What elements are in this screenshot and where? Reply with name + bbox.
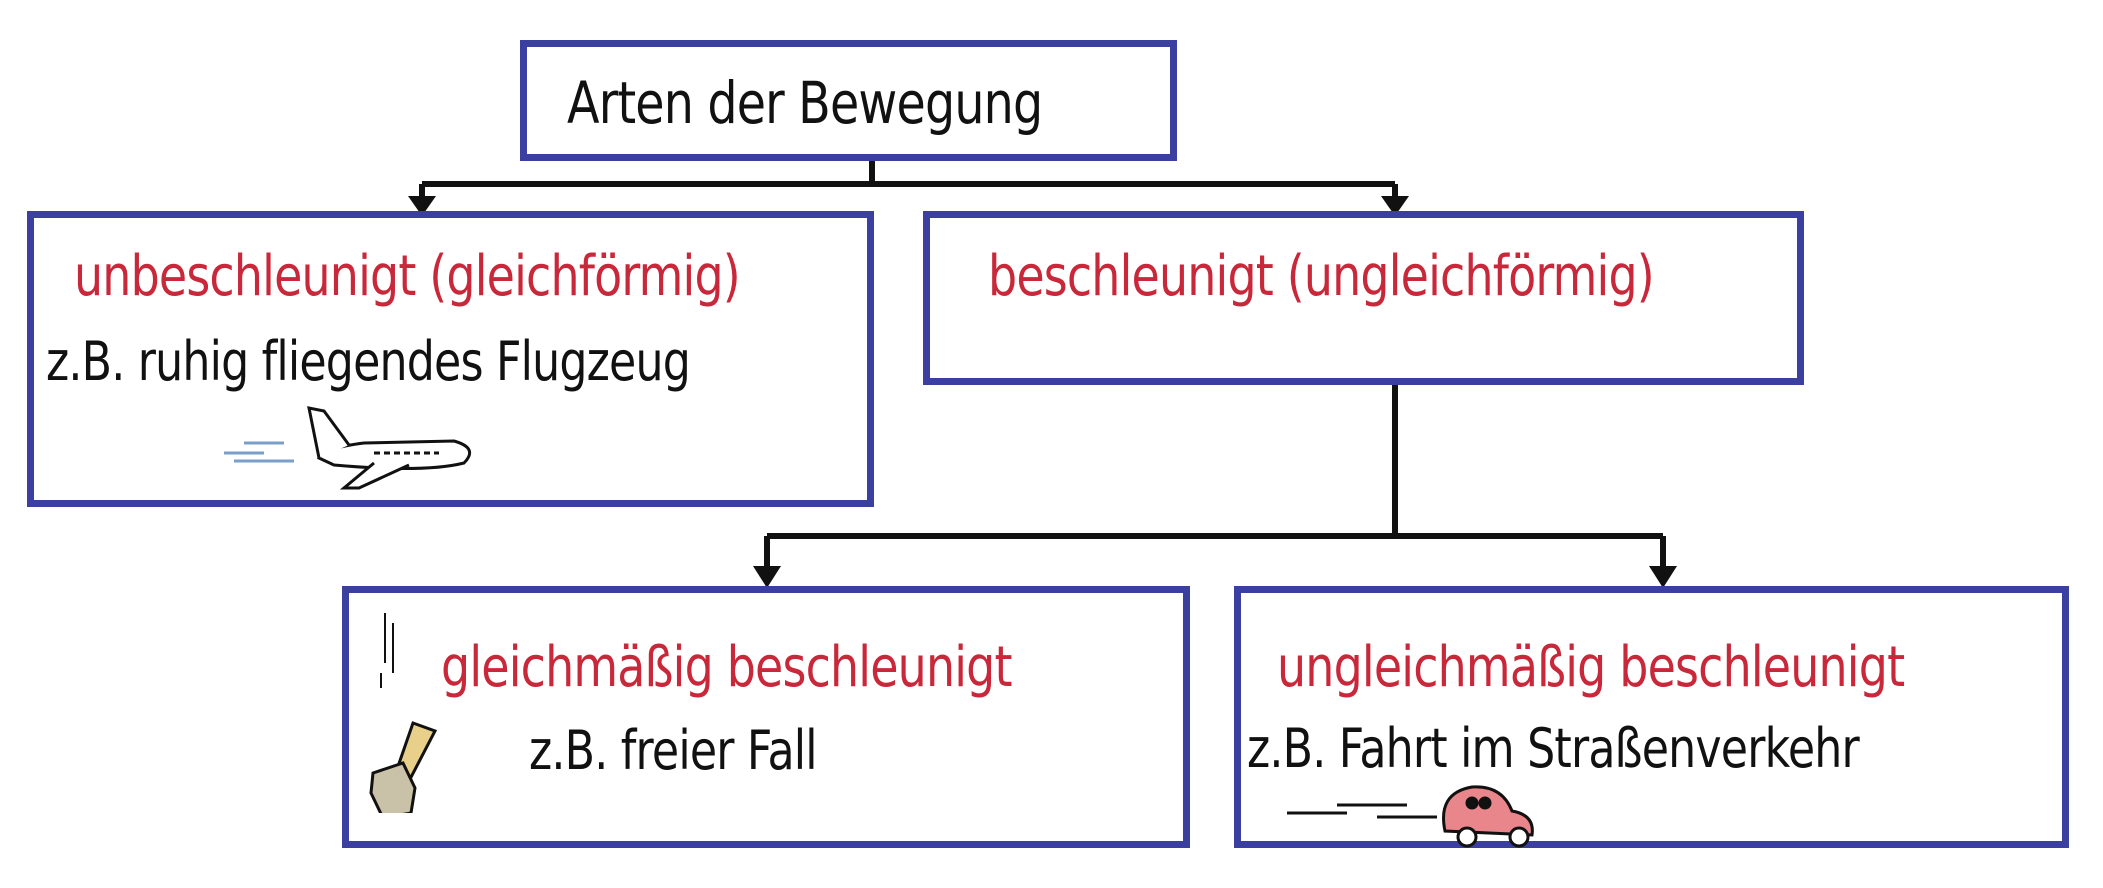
arrow-head xyxy=(1381,196,1409,216)
hammer-icon xyxy=(369,613,438,813)
arrow-head xyxy=(1649,566,1677,588)
node-example: z.B. ruhig fliegendes Flugzeug xyxy=(46,330,691,393)
node-example: z.B. Fahrt im Straßenverkehr xyxy=(1247,717,1860,780)
node-accelerated: beschleunigt (ungleichförmig) xyxy=(923,211,1804,385)
arrow-head xyxy=(408,196,436,216)
root-node: Arten der Bewegung xyxy=(520,40,1177,161)
node-heading: gleichmäßig beschleunigt xyxy=(441,635,1013,700)
node-non-uniformly-accelerated: ungleichmäßig beschleunigt z.B. Fahrt im… xyxy=(1234,586,2069,848)
node-heading: beschleunigt (ungleichförmig) xyxy=(988,244,1655,309)
node-example: z.B. freier Fall xyxy=(529,719,818,782)
airplane-icon xyxy=(224,406,472,490)
node-heading: unbeschleunigt (gleichförmig) xyxy=(74,244,741,309)
arrow-head xyxy=(753,566,781,588)
root-connector xyxy=(419,161,1398,200)
car-icon xyxy=(1287,785,1534,848)
node-uniformly-accelerated: gleichmäßig beschleunigt z.B. freier Fal… xyxy=(342,586,1190,848)
accelerated-connector xyxy=(764,385,1666,572)
node-unaccelerated: unbeschleunigt (gleichförmig) z.B. ruhig… xyxy=(27,211,874,507)
root-title: Arten der Bewegung xyxy=(567,69,1043,137)
node-heading: ungleichmäßig beschleunigt xyxy=(1277,635,1905,700)
